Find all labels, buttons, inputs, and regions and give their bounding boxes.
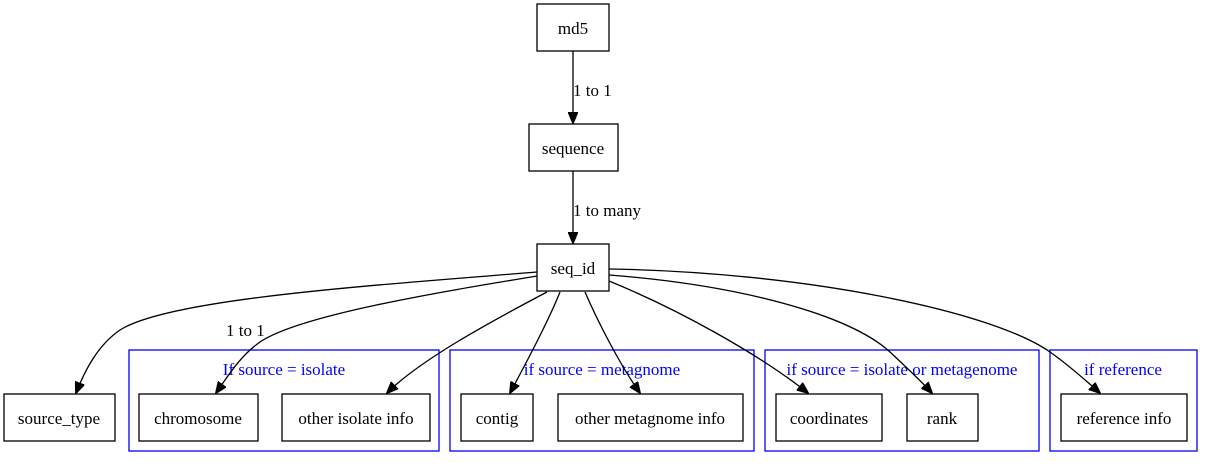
node-source-type-label: source_type bbox=[18, 409, 100, 428]
node-other-isolate-info-label: other isolate info bbox=[298, 409, 413, 428]
node-contig[interactable]: contig bbox=[460, 393, 534, 442]
edge-seqid-othermetagnome bbox=[584, 291, 640, 393]
cluster-metagnome-label: if source = metagnome bbox=[524, 360, 680, 379]
edge-seqid-sourcetype bbox=[76, 271, 538, 393]
edges bbox=[76, 51, 1100, 393]
node-md5[interactable]: md5 bbox=[536, 3, 610, 52]
cluster-metagnome: if source = metagnome bbox=[449, 349, 755, 452]
node-reference-info-label: reference info bbox=[1077, 409, 1172, 428]
node-rank[interactable]: rank bbox=[906, 393, 979, 442]
node-sequence[interactable]: sequence bbox=[528, 123, 619, 172]
cluster-isolate-label: If source = isolate bbox=[223, 360, 345, 379]
edge-label-md5-sequence: 1 to 1 bbox=[573, 81, 612, 100]
edge-label-sequence-seqid: 1 to many bbox=[573, 201, 641, 220]
cluster-isolate-or-metagenome: if source = isolate or metagenome bbox=[764, 349, 1040, 452]
node-source-type[interactable]: source_type bbox=[3, 393, 116, 442]
node-coordinates-label: coordinates bbox=[790, 409, 868, 428]
node-seq-id[interactable]: seq_id bbox=[536, 243, 610, 292]
edge-seqid-referenceinfo bbox=[608, 268, 1100, 393]
cluster-isolate: If source = isolate bbox=[128, 349, 440, 452]
node-seq-id-label: seq_id bbox=[551, 259, 596, 278]
node-reference-info[interactable]: reference info bbox=[1060, 393, 1188, 442]
node-contig-label: contig bbox=[476, 409, 519, 428]
node-coordinates[interactable]: coordinates bbox=[775, 393, 883, 442]
node-rank-label: rank bbox=[927, 409, 958, 428]
edge-seqid-otherisolate bbox=[387, 291, 548, 393]
node-other-metagnome-info[interactable]: other metagnome info bbox=[557, 393, 744, 442]
edge-seqid-coordinates bbox=[608, 280, 808, 393]
node-chromosome-label: chromosome bbox=[154, 409, 242, 428]
cluster-isolate-or-metagenome-label: if source = isolate or metagenome bbox=[787, 360, 1018, 379]
edge-label-seqid-sourcetype: 1 to 1 bbox=[226, 321, 265, 340]
edge-seqid-contig bbox=[510, 291, 561, 393]
node-sequence-label: sequence bbox=[542, 139, 604, 158]
node-other-isolate-info[interactable]: other isolate info bbox=[281, 393, 431, 442]
node-md5-label: md5 bbox=[558, 19, 588, 38]
cluster-reference-label: if reference bbox=[1084, 360, 1162, 379]
node-other-metagnome-info-label: other metagnome info bbox=[575, 409, 725, 428]
edge-seqid-chromosome bbox=[216, 275, 538, 393]
cluster-reference: if reference bbox=[1049, 349, 1198, 452]
node-chromosome[interactable]: chromosome bbox=[138, 393, 259, 442]
edge-seqid-rank bbox=[608, 274, 932, 393]
